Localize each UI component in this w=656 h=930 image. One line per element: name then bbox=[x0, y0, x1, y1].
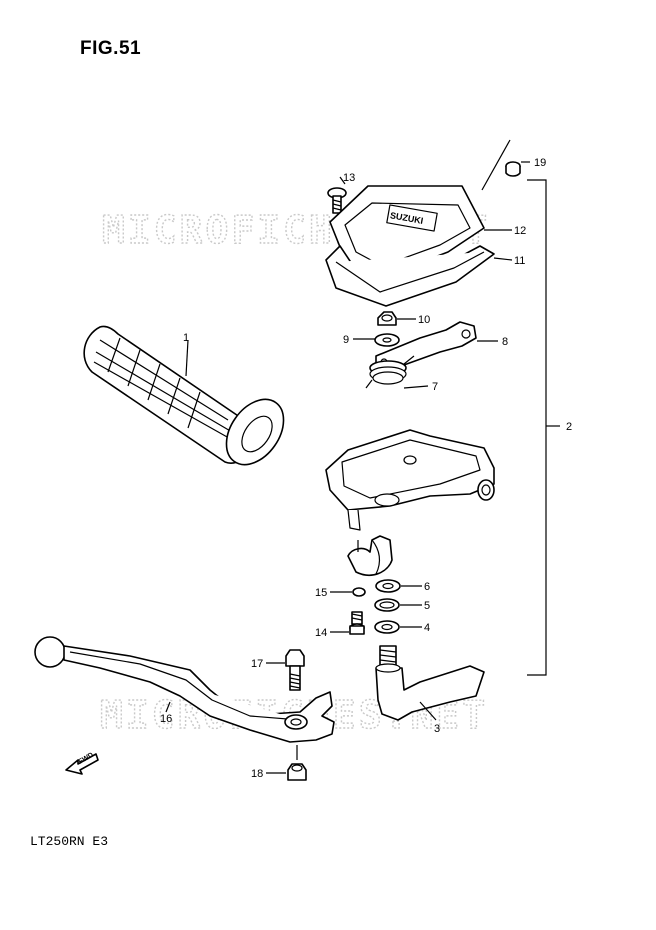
washer-4 bbox=[374, 620, 400, 634]
callout-5: 5 bbox=[424, 600, 430, 612]
screw-14 bbox=[349, 611, 365, 635]
spring-7 bbox=[365, 355, 415, 389]
callout-14: 14 bbox=[315, 627, 327, 639]
leader-19-axis bbox=[481, 139, 511, 191]
figure-title: FIG.51 bbox=[80, 38, 142, 59]
leader-7 bbox=[403, 385, 429, 389]
callout-16: 16 bbox=[160, 713, 172, 725]
callout-11: 11 bbox=[514, 255, 525, 267]
washer-9 bbox=[374, 333, 400, 347]
callout-2: 2 bbox=[566, 421, 572, 433]
o-ring-5 bbox=[374, 598, 400, 612]
fwd-arrow-icon: FWD bbox=[65, 752, 99, 775]
callout-6: 6 bbox=[424, 581, 430, 593]
throttle-lever-3 bbox=[375, 645, 485, 721]
clamp bbox=[347, 535, 393, 576]
callout-4: 4 bbox=[424, 622, 430, 634]
leader-11 bbox=[493, 257, 513, 261]
leader-13 bbox=[339, 176, 346, 185]
nut-18 bbox=[287, 763, 307, 781]
washer-6 bbox=[375, 579, 401, 593]
leader-1 bbox=[185, 339, 189, 377]
leader-16 bbox=[165, 701, 171, 713]
switch-housing bbox=[325, 429, 495, 531]
callout-19: 19 bbox=[534, 157, 546, 169]
assembly-bracket bbox=[527, 179, 547, 676]
model-code: LT250RN E3 bbox=[30, 834, 109, 849]
callout-8: 8 bbox=[502, 336, 508, 348]
handlebar-grip bbox=[83, 325, 285, 466]
bolt-17 bbox=[285, 649, 305, 691]
washer-15 bbox=[352, 587, 366, 597]
gasket-11 bbox=[325, 245, 495, 307]
callout-10: 10 bbox=[418, 314, 430, 326]
callout-17: 17 bbox=[251, 658, 263, 670]
callout-1: 1 bbox=[183, 332, 189, 344]
callout-3: 3 bbox=[434, 723, 440, 735]
callout-12: 12 bbox=[514, 225, 526, 237]
brake-lever-16 bbox=[34, 636, 335, 743]
callout-15: 15 bbox=[315, 587, 327, 599]
cap-19 bbox=[505, 161, 521, 177]
callout-7: 7 bbox=[432, 381, 438, 393]
callout-18: 18 bbox=[251, 768, 263, 780]
callout-13: 13 bbox=[343, 172, 355, 184]
nut-10 bbox=[377, 311, 397, 326]
leader-3 bbox=[419, 701, 437, 721]
callout-9: 9 bbox=[343, 334, 349, 346]
screw-13 bbox=[327, 187, 347, 214]
switch-cover-12: SUZUKI bbox=[329, 185, 485, 279]
